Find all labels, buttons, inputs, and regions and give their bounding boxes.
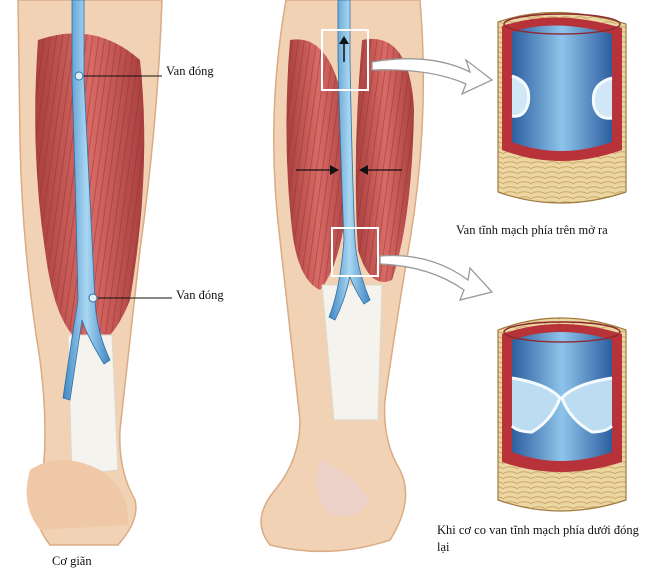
left-valve-bottom [89,294,97,302]
caption-lower-valve-closed: Khi cơ co van tĩnh mạch phía dưới đóng l… [437,522,647,556]
left-valve-top [75,72,83,80]
label-valve-closed-bottom: Van đóng [176,287,224,304]
vessel-upper-open [498,12,626,203]
label-valve-closed-top: Van đóng [166,63,214,80]
label-muscle-relaxed: Cơ giãn [52,553,92,570]
left-leg [18,0,172,545]
vessel-lower-closed [498,318,626,511]
middle-leg [261,0,423,551]
caption-upper-valve-open: Van tĩnh mạch phía trên mở ra [456,222,652,239]
